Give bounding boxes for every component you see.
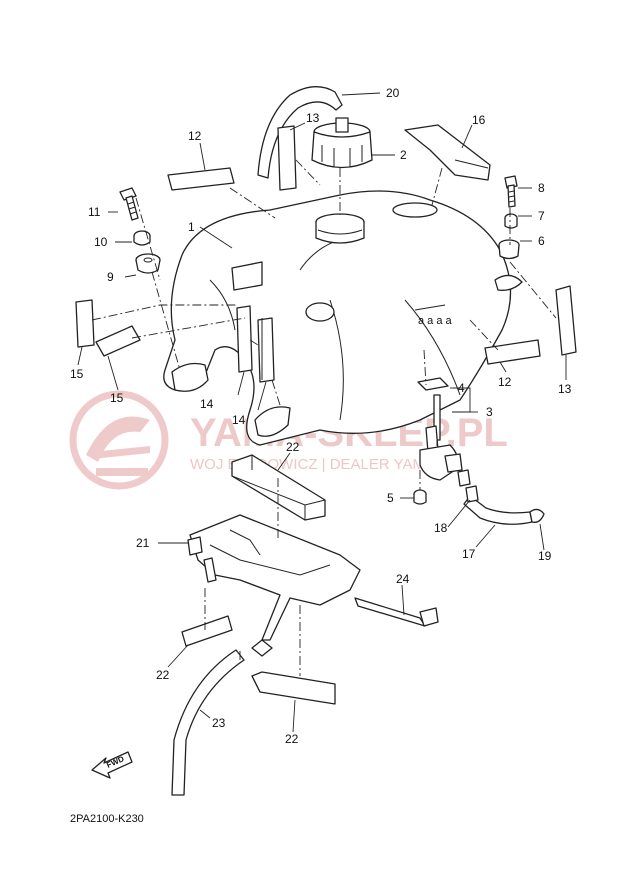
watermark-logo-icon <box>69 390 169 490</box>
callout-16: 16 <box>472 113 486 127</box>
damper-pad-13b <box>555 285 577 356</box>
diagram-code: 2PA2100-K230 <box>70 813 144 825</box>
callout-12-upper: 12 <box>188 129 202 143</box>
callout-18: 18 <box>434 521 448 535</box>
fuel-tank: a a a a <box>163 190 523 446</box>
forward-arrow-icon: FWD <box>91 751 133 779</box>
collar-7 <box>504 213 518 229</box>
callout-19: 19 <box>538 549 552 563</box>
callout-8: 8 <box>538 181 545 195</box>
callout-14-right: 14 <box>232 413 246 427</box>
bolt-8 <box>504 175 518 208</box>
foam-block-22c <box>251 671 336 705</box>
watermark-subtitle: WOJ EFEDOWICZ | DEALER YAMAHA <box>190 456 456 473</box>
callout-9: 9 <box>107 270 114 284</box>
callout-20: 20 <box>386 86 400 100</box>
damper-pad-12a <box>167 167 235 191</box>
callout-12-right: 12 <box>498 375 512 389</box>
callout-11: 11 <box>88 205 101 219</box>
bracket-21 <box>187 514 361 641</box>
damper-pad-13a <box>277 125 297 191</box>
damper-pad-15b <box>95 325 141 357</box>
callout-3: 3 <box>486 405 493 419</box>
callout-15-left: 15 <box>70 367 84 381</box>
hose-clip-19 <box>529 508 545 523</box>
callout-6: 6 <box>538 234 545 248</box>
callout-1: 1 <box>188 220 195 234</box>
callout-22-right: 22 <box>285 732 299 746</box>
leader-lines <box>77 122 567 733</box>
hose-clip-18 <box>465 485 479 503</box>
callout-2: 2 <box>400 148 407 162</box>
damper-pad-12b <box>484 339 541 365</box>
damper-pad-14a <box>236 305 253 373</box>
callout-4: 4 <box>458 381 465 395</box>
callout-10: 10 <box>94 235 108 249</box>
callout-15-right: 15 <box>110 391 124 405</box>
wire-lead-24 <box>354 597 426 627</box>
callout-14-left: 14 <box>200 397 214 411</box>
svg-text:a a a a: a a a a <box>418 315 453 327</box>
callout-21: 21 <box>136 536 150 550</box>
damper-pad-16 <box>404 124 491 181</box>
damper-pad-14b <box>257 317 275 383</box>
callout-13-right: 13 <box>558 382 572 396</box>
grommet-6 <box>498 239 520 260</box>
callout-13-upper: 13 <box>306 111 320 125</box>
fuel-cock <box>413 377 471 505</box>
drain-hose-23 <box>171 649 245 796</box>
callout-17: 17 <box>462 547 476 561</box>
callout-23: 23 <box>212 716 226 730</box>
grommet-9 <box>135 253 161 274</box>
damper-pad-15a <box>75 299 95 348</box>
bolt-11 <box>119 187 139 221</box>
callouts: 1 2 3 4 5 6 7 8 9 10 11 12 12 13 13 14 1… <box>70 86 572 746</box>
foam-block-22b <box>181 615 233 647</box>
callout-7: 7 <box>538 209 545 223</box>
fuel-cap <box>311 117 373 169</box>
callout-22-left: 22 <box>156 668 170 682</box>
callout-24: 24 <box>396 572 410 586</box>
callout-22-top: 22 <box>286 440 300 454</box>
callout-5: 5 <box>387 491 394 505</box>
